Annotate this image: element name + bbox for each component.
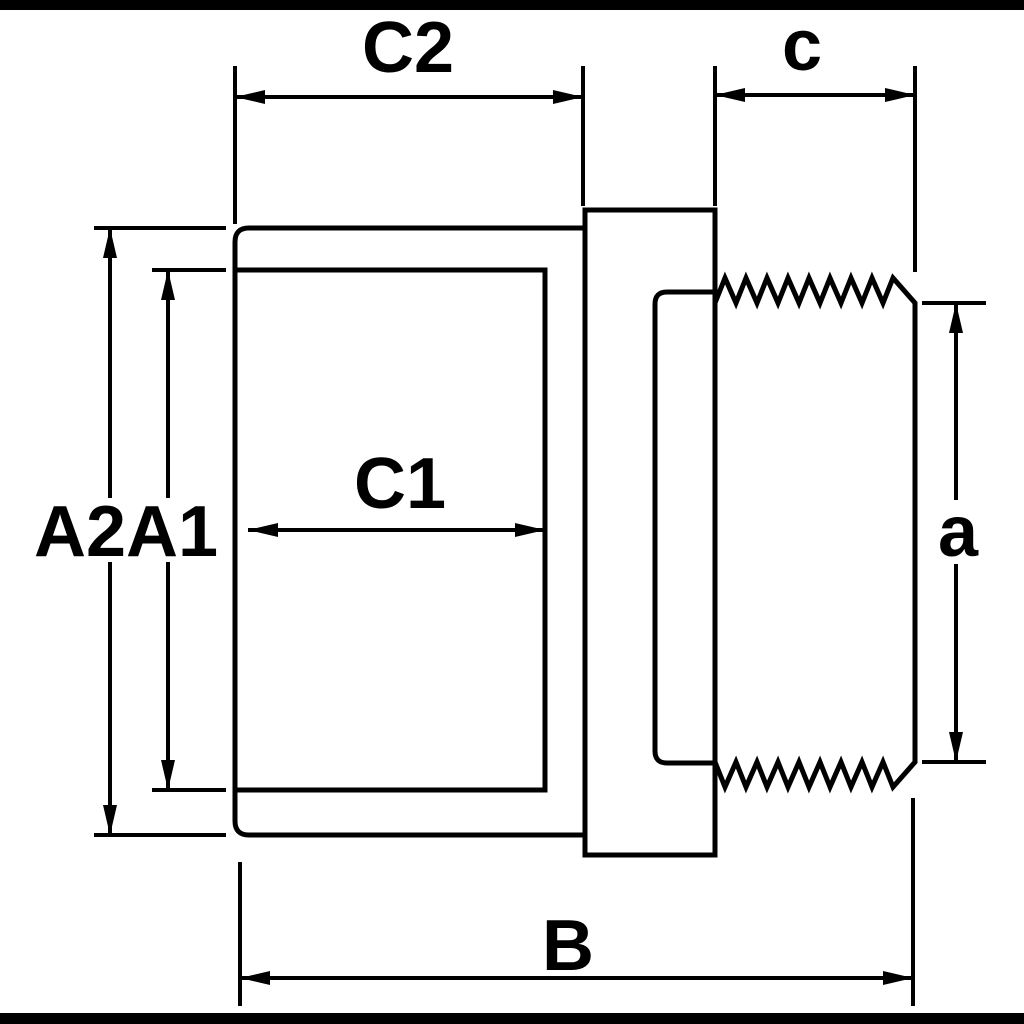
c1-arrow-right-icon <box>515 523 545 537</box>
dimension-b: B <box>238 798 915 1006</box>
fitting-body <box>232 207 918 858</box>
dimension-c: c <box>713 6 917 272</box>
a1-label-mask <box>130 498 212 562</box>
a-arrow-up-icon <box>949 303 963 333</box>
dimension-c2: C2 <box>233 8 585 224</box>
neck-shoulder-outline <box>652 289 715 766</box>
c-arrow-right-icon <box>885 88 915 102</box>
dim-label-c2: C2 <box>362 8 454 88</box>
dim-label-a: a <box>938 492 979 572</box>
c2-arrow-left-icon <box>235 90 265 104</box>
a1-arrow-down-icon <box>161 760 175 790</box>
dim-label-a2: A2 <box>34 492 126 572</box>
c-arrow-left-icon <box>715 88 745 102</box>
c2-arrow-right-icon <box>553 90 583 104</box>
b-arrow-left-icon <box>240 971 270 985</box>
flange-outline <box>582 207 718 858</box>
dim-label-c: c <box>782 6 822 86</box>
dimension-a1: A1 <box>126 268 226 792</box>
male-thread-profile <box>712 271 918 794</box>
a2-label-mask <box>38 498 122 562</box>
a-label-mask <box>932 500 984 564</box>
dimension-c1: C1 <box>248 444 545 537</box>
a2-arrow-up-icon <box>103 228 117 258</box>
socket-body-outline <box>232 225 585 838</box>
a1-arrow-up-icon <box>161 270 175 300</box>
dim-label-b: B <box>542 906 594 986</box>
dimension-a: a <box>922 301 986 764</box>
a-arrow-down-icon <box>949 732 963 762</box>
b-arrow-right-icon <box>883 971 913 985</box>
a2-arrow-down-icon <box>103 805 117 835</box>
c1-arrow-left-icon <box>248 523 278 537</box>
dim-label-a1: A1 <box>126 492 218 572</box>
letterbox-bottom-bar <box>0 1013 1024 1024</box>
letterbox-top-bar <box>0 0 1024 10</box>
dim-label-c1: C1 <box>354 444 446 524</box>
dimension-a2: A2 <box>34 226 226 837</box>
